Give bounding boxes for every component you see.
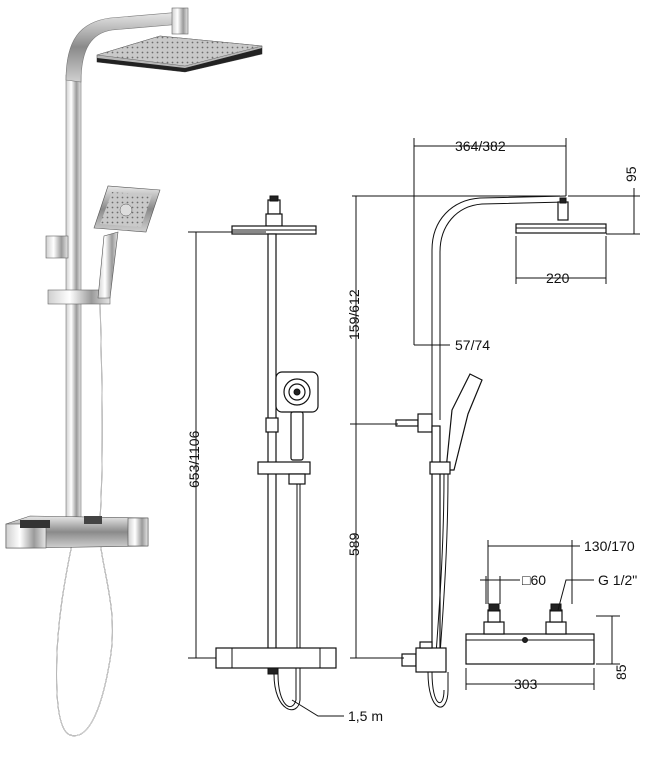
thermostatic-valve [5,515,149,549]
dim-wall-offset: 57/74 [455,337,490,353]
dim-lower-height: 589 [346,532,362,556]
dim-thread: G 1/2" [598,572,637,588]
dim-square-size: □60 [522,572,546,588]
dim-head-width: 220 [546,270,570,286]
dim-head-height: 95 [623,166,639,182]
front-view-drawing [215,195,337,711]
dim-arm-reach: 364/382 [455,138,506,154]
side-view-drawing [395,195,607,708]
dim-valve-height: 85 [613,664,629,680]
dim-inlet-centres: 130/170 [584,538,635,554]
dimension-lines [188,138,640,717]
product-rendering [5,7,263,737]
dim-valve-width: 303 [514,676,538,692]
hand-shower [93,185,161,299]
dim-rail-top-length: 159/612 [346,289,362,340]
valve-detail-drawing [465,603,595,665]
dim-hose-length: 1,5 m [348,708,383,724]
dim-total-height: 653/1106 [186,430,202,488]
